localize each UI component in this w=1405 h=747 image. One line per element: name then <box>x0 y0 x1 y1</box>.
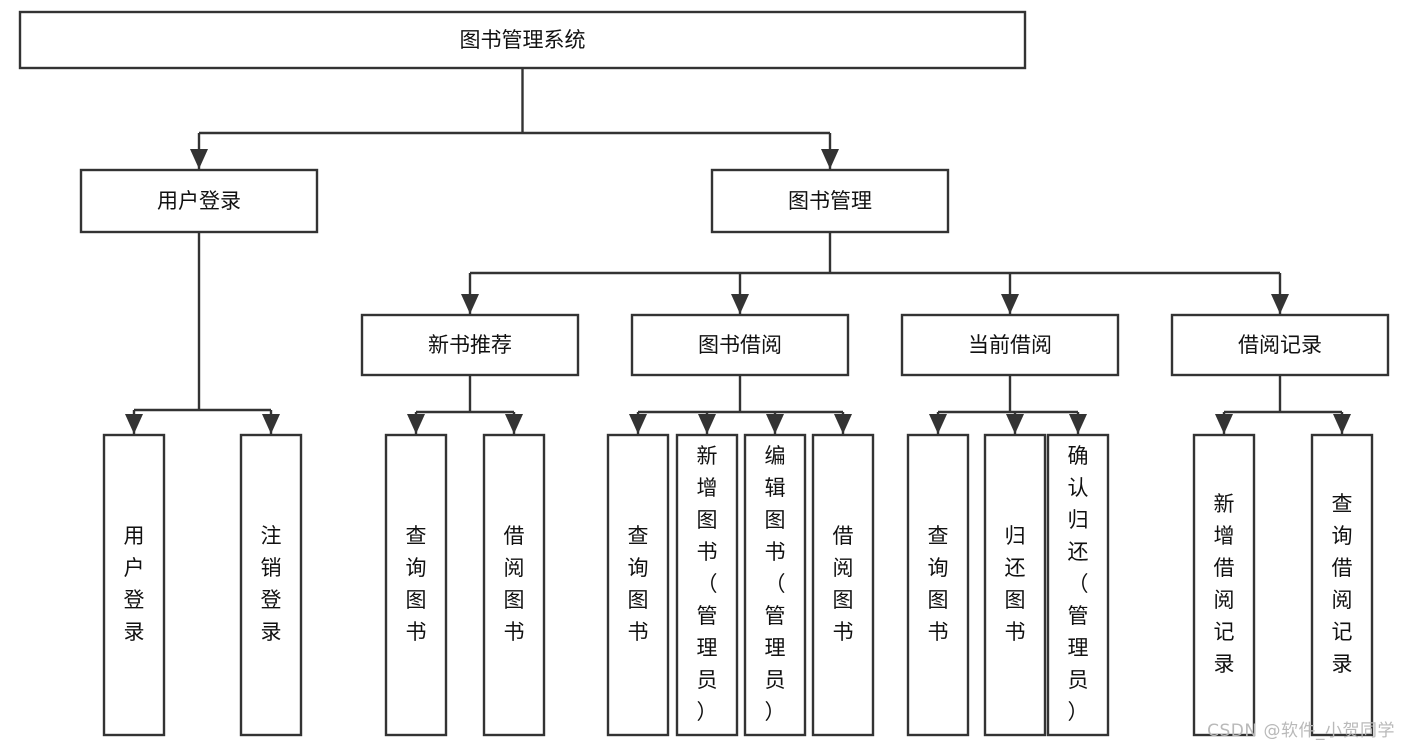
node-l3-1[interactable]: 图书借阅 <box>630 313 850 377</box>
arrow-head-icon <box>821 149 839 169</box>
node-label: 注销登录 <box>261 524 282 644</box>
node-leaf-1[interactable]: 注销登录 <box>239 433 303 737</box>
node-l3-2[interactable]: 当前借阅 <box>900 313 1120 377</box>
arrow-head-icon <box>929 414 947 434</box>
node-leaf-8[interactable]: 查询图书 <box>906 433 970 737</box>
arrow-head-icon <box>407 414 425 434</box>
node-box[interactable] <box>983 433 1047 737</box>
arrow-head-icon <box>1271 294 1289 314</box>
node-box[interactable] <box>360 313 580 377</box>
node-leaf-9[interactable]: 归还图书 <box>983 433 1047 737</box>
node-label: 借阅图书 <box>833 524 854 644</box>
arrow-head-icon <box>1006 414 1024 434</box>
arrow-head-icon <box>262 414 280 434</box>
node-leaf-10[interactable]: 确认归还（管理员） <box>1046 433 1110 737</box>
arrow-head-icon <box>190 149 208 169</box>
node-label: 新书推荐 <box>428 333 512 357</box>
node-root-0[interactable]: 图书管理系统 <box>18 10 1027 70</box>
node-box[interactable] <box>900 313 1120 377</box>
node-box[interactable] <box>102 433 166 737</box>
node-label: 查询图书 <box>406 524 427 644</box>
watermark-text: CSDN @软件_小贺同学 <box>1207 721 1395 741</box>
node-label: 图书管理系统 <box>460 28 586 52</box>
arrow-head-icon <box>1215 414 1233 434</box>
arrow-head-icon <box>834 414 852 434</box>
node-box[interactable] <box>1192 433 1256 737</box>
arrow-head-icon <box>731 294 749 314</box>
edges-layer <box>125 68 1351 434</box>
node-box[interactable] <box>239 433 303 737</box>
arrow-head-icon <box>1069 414 1087 434</box>
node-label: 查询图书 <box>628 524 649 644</box>
node-leaf-12[interactable]: 查询借阅记录 <box>1310 433 1374 737</box>
node-box[interactable] <box>384 433 448 737</box>
node-box[interactable] <box>675 433 739 737</box>
node-box[interactable] <box>606 433 670 737</box>
node-box[interactable] <box>79 168 319 234</box>
node-box[interactable] <box>811 433 875 737</box>
node-leaf-0[interactable]: 用户登录 <box>102 433 166 737</box>
node-label: 用户登录 <box>157 189 241 213</box>
arrow-head-icon <box>125 414 143 434</box>
arrow-head-icon <box>1001 294 1019 314</box>
arrow-head-icon <box>505 414 523 434</box>
node-l3-3[interactable]: 借阅记录 <box>1170 313 1390 377</box>
node-box[interactable] <box>630 313 850 377</box>
node-box[interactable] <box>1310 433 1374 737</box>
node-leaf-4[interactable]: 查询图书 <box>606 433 670 737</box>
node-label: 确认归还（管理员） <box>1068 444 1089 724</box>
node-label: 借阅图书 <box>504 524 525 644</box>
node-box[interactable] <box>906 433 970 737</box>
node-box[interactable] <box>482 433 546 737</box>
nodes-layer: 图书管理系统用户登录图书管理新书推荐图书借阅当前借阅借阅记录用户登录注销登录查询… <box>18 10 1390 737</box>
node-label: 新增图书（管理员） <box>697 444 718 724</box>
node-box[interactable] <box>18 10 1027 70</box>
node-label: 用户登录 <box>124 524 145 644</box>
node-box[interactable] <box>1170 313 1390 377</box>
node-leaf-7[interactable]: 借阅图书 <box>811 433 875 737</box>
node-leaf-3[interactable]: 借阅图书 <box>482 433 546 737</box>
arrow-head-icon <box>1333 414 1351 434</box>
node-l2-0[interactable]: 用户登录 <box>79 168 319 234</box>
node-box[interactable] <box>743 433 807 737</box>
arrow-head-icon <box>766 414 784 434</box>
node-l3-0[interactable]: 新书推荐 <box>360 313 580 377</box>
node-label: 新增借阅记录 <box>1214 492 1235 676</box>
node-label: 图书借阅 <box>698 333 782 357</box>
node-label: 查询图书 <box>928 524 949 644</box>
node-box[interactable] <box>710 168 950 234</box>
node-label: 当前借阅 <box>968 333 1052 357</box>
node-box[interactable] <box>1046 433 1110 737</box>
node-leaf-6[interactable]: 编辑图书（管理员） <box>743 433 807 737</box>
node-label: 查询借阅记录 <box>1332 492 1353 676</box>
arrow-head-icon <box>461 294 479 314</box>
node-label: 图书管理 <box>788 189 872 213</box>
arrow-head-icon <box>698 414 716 434</box>
node-label: 借阅记录 <box>1238 333 1322 357</box>
node-label: 归还图书 <box>1005 524 1026 644</box>
node-label: 编辑图书（管理员） <box>765 444 786 724</box>
node-leaf-2[interactable]: 查询图书 <box>384 433 448 737</box>
node-leaf-5[interactable]: 新增图书（管理员） <box>675 433 739 737</box>
arrow-head-icon <box>629 414 647 434</box>
node-l2-1[interactable]: 图书管理 <box>710 168 950 234</box>
node-leaf-11[interactable]: 新增借阅记录 <box>1192 433 1256 737</box>
